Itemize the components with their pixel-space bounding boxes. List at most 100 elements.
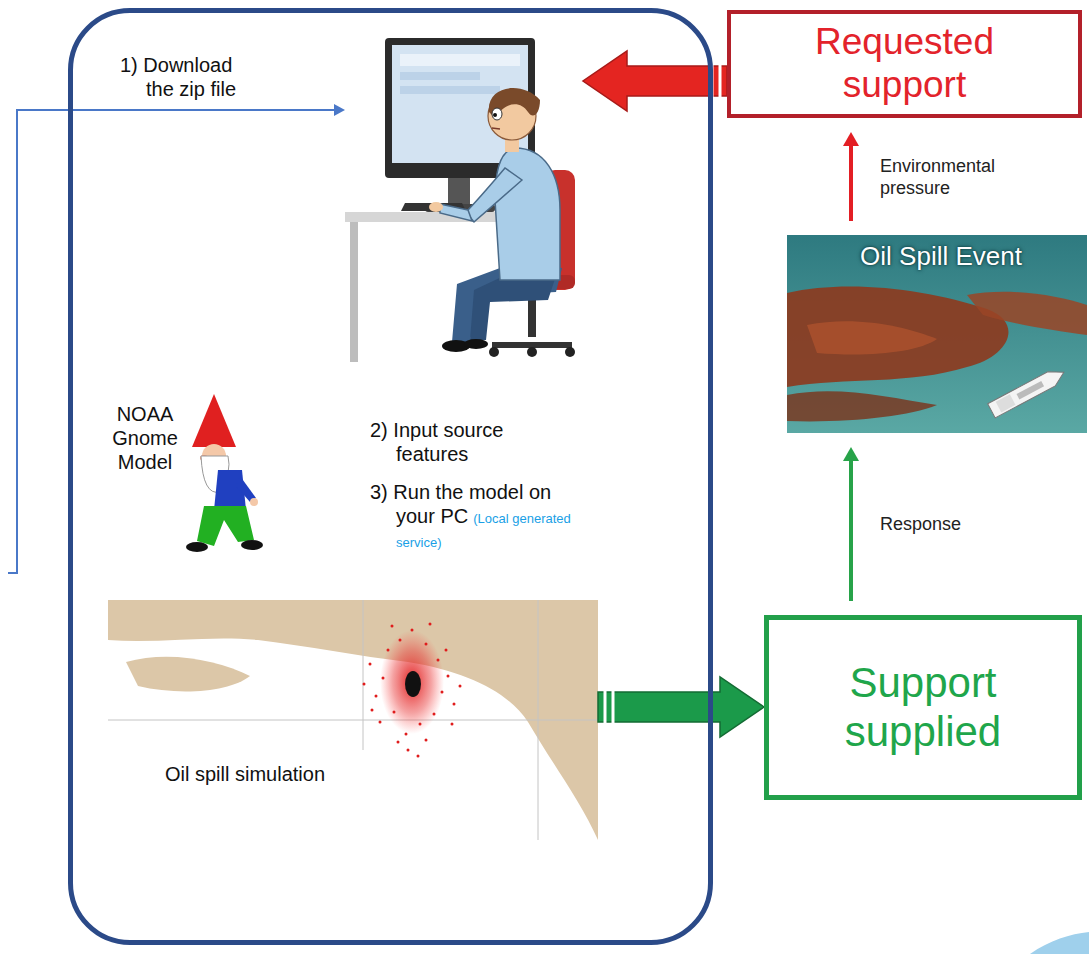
block-arrow-connector [583,51,727,111]
oil-spill-photo [807,321,937,354]
step-paragraph: 3) Run the model on your PC(Local genera… [370,480,575,552]
simulation-map-image [405,733,408,736]
simulation-map-image [391,625,394,628]
download-leader [334,104,345,116]
gnome-illustration [250,498,258,506]
step-wrap: 1) Download the zip file [120,53,260,101]
simulation-map-image [453,703,456,706]
download-leader [8,104,345,573]
step-wrap: 2) Input source features3) Run the model… [370,418,575,552]
person-illustration [400,72,480,80]
gnome-illustration [186,542,208,552]
simulation-map-image [108,600,598,840]
oil-spill-photo [967,292,1087,335]
gnome-illustration [236,476,256,502]
simulation-map-image [459,685,462,688]
simulation-map-image [445,649,448,652]
simulation-map: Oil spill simulation [108,600,598,840]
simulation-map-image [437,659,440,662]
gnome-illustration [192,394,236,447]
simulation-map-image [380,630,444,734]
arrow-head [843,447,859,461]
simulation-map-image [375,695,378,698]
edge-label: Response [877,512,1027,536]
simulation-map-image [108,600,598,840]
person-illustration [565,347,575,357]
simulation-map-image [425,643,428,646]
person-illustration [493,113,497,117]
person-illustration [400,54,520,66]
simulation-map-image [538,600,539,840]
person-illustration [429,202,443,212]
simulation-map-image [447,675,450,678]
simulation-map-image [363,683,366,686]
simulation-map-image [417,755,420,758]
simulation-map-image [411,629,414,632]
arrow-head [843,132,859,146]
simulation-map-image [405,671,421,697]
simulation-map-image [363,600,364,750]
person-illustration [345,212,517,222]
simulation-map-image [429,623,432,626]
gnome-illustration [186,394,263,552]
block-arrow-connector [598,677,764,737]
person-illustration [400,86,500,94]
gnome-illustration [197,506,254,546]
arrow-tail-stripe [719,65,722,97]
simulation-map-image [433,713,436,716]
simulation-map-image [425,739,428,742]
person-illustration [470,274,556,340]
person-illustration [345,38,575,362]
arrow-tail-stripe [612,691,615,723]
person-illustration [527,347,537,357]
system-panel: 1) Download the zip file 2) Input source … [68,8,713,945]
edge-label-wrap: Environmental pressure [877,154,1027,200]
person-illustration [489,347,499,357]
event-photo: Oil Spill Event [787,235,1089,433]
workstation-group: 2) Input source features3) Run the model… [345,28,583,573]
photo-title-wrap: Oil Spill Event [787,241,1089,271]
block-arrow [583,51,727,111]
simulation-map-image [399,639,402,642]
simulation-map-image [393,711,396,714]
person-illustration [440,204,472,221]
edge-label: Environmental pressure [877,154,1027,200]
gnome-illustration [241,540,263,550]
simulation-map-image [407,749,410,752]
simulation-map-image [397,741,400,744]
simulation-map-image [369,663,372,666]
box-title: Support supplied [808,659,1038,756]
corner-swoosh [1030,932,1089,954]
oil-spill-photo [1017,381,1045,399]
simulation-map-image [126,657,250,692]
simulation-map-image [363,623,462,758]
simulation-map-image [441,691,444,694]
arrow-connector [843,132,859,221]
person-illustration [464,339,488,349]
edge-label-wrap: Response [877,512,1027,536]
request-box: Requested support [727,10,1082,118]
corner-swoosh [1030,932,1089,954]
map-caption: Oil spill simulation [162,762,328,786]
simulation-map-image [108,600,598,840]
simulation-map-image [419,723,422,726]
photo-title: Oil Spill Event [787,241,1089,271]
arrow-connector [843,447,859,601]
label-wrap: NOAA Gnome Model [100,402,190,474]
step-text: 1) Download the zip file [120,53,260,101]
block-arrow [598,677,764,737]
person-illustration [492,108,502,120]
connector-line [849,461,853,601]
oil-spill-photo [988,365,1068,418]
model-label: NOAA Gnome Model [100,402,190,474]
simulation-map-image [451,723,454,726]
box-title: Requested support [790,21,1020,106]
simulation-map-image [379,721,382,724]
oil-spill-photo [996,394,1016,412]
download-leader [8,110,336,573]
simulation-map-image [371,709,374,712]
person-illustration [492,128,500,129]
